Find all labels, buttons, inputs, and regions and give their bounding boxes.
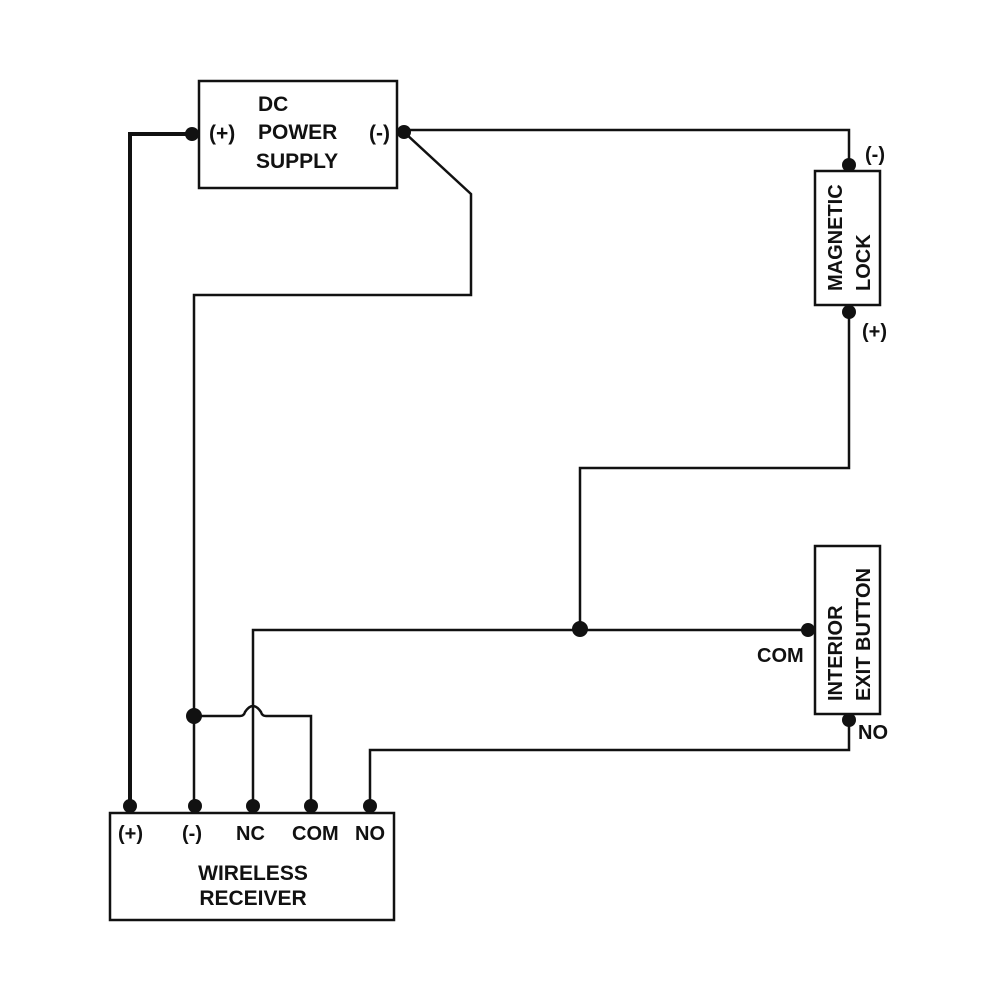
psu-title-line-2: POWER — [258, 121, 337, 144]
receiver-title-line-2: RECEIVER — [199, 887, 306, 910]
psu-negative-terminal — [397, 125, 411, 139]
magnetic-lock-box — [813, 169, 882, 307]
wireless-receiver: (+) (-) NC COM NO WIRELESS RECEIVER — [108, 799, 396, 922]
junction-lock-positive-exit-com — [572, 621, 588, 637]
receiver-positive-terminal — [123, 799, 137, 813]
lock-positive-terminal — [842, 305, 856, 319]
receiver-title-line-1: WIRELESS — [198, 862, 308, 885]
psu-negative-label: (-) — [369, 122, 390, 145]
psu-positive-label: (+) — [209, 122, 235, 145]
lock-negative-terminal — [842, 158, 856, 172]
receiver-nc-terminal — [246, 799, 260, 813]
wire-psu-negative-to-lock-negative — [403, 128, 851, 166]
lock-title-line-1: MAGNETIC — [825, 184, 847, 291]
exit-com-label: COM — [757, 645, 804, 667]
exit-com-terminal — [801, 623, 815, 637]
exit-no-label: NO — [858, 722, 888, 744]
wire-psu-negative-to-receiver-negative — [192, 131, 473, 807]
lock-positive-label: (+) — [862, 321, 887, 343]
wire-exit-no-to-receiver-no — [368, 718, 851, 807]
exit-title-line-1: INTERIOR — [825, 605, 847, 701]
lock-title-line-2: LOCK — [853, 234, 875, 291]
dc-power-supply-box — [197, 79, 399, 190]
receiver-negative-terminal — [188, 799, 202, 813]
lock-negative-label: (-) — [865, 144, 885, 166]
receiver-positive-label: (+) — [118, 823, 143, 845]
psu-title-line-3: SUPPLY — [256, 150, 338, 173]
exit-title-line-2: EXIT BUTTON — [853, 568, 875, 701]
exit-no-terminal — [842, 713, 856, 727]
receiver-negative-label: (-) — [182, 823, 202, 845]
psu-positive-terminal — [185, 127, 199, 141]
receiver-no-terminal — [363, 799, 377, 813]
psu-title-line-1: DC — [258, 93, 288, 116]
junction-receiver-negative-com — [186, 708, 202, 724]
receiver-no-label: NO — [355, 823, 385, 845]
dc-power-supply: DC POWER SUPPLY (+) (-) — [185, 79, 411, 190]
receiver-com-label: COM — [292, 823, 339, 845]
interior-exit-button: INTERIOR EXIT BUTTON COM NO — [757, 544, 888, 744]
wire-receiver-nc-to-exit-com — [251, 628, 810, 807]
wireless-receiver-box — [108, 811, 396, 922]
magnetic-lock: MAGNETIC LOCK (-) (+) — [813, 144, 887, 343]
receiver-nc-label: NC — [236, 823, 265, 845]
wire-psu-positive-to-receiver-positive — [128, 132, 193, 807]
receiver-com-terminal — [304, 799, 318, 813]
wire-lock-positive-to-junction — [578, 310, 851, 631]
